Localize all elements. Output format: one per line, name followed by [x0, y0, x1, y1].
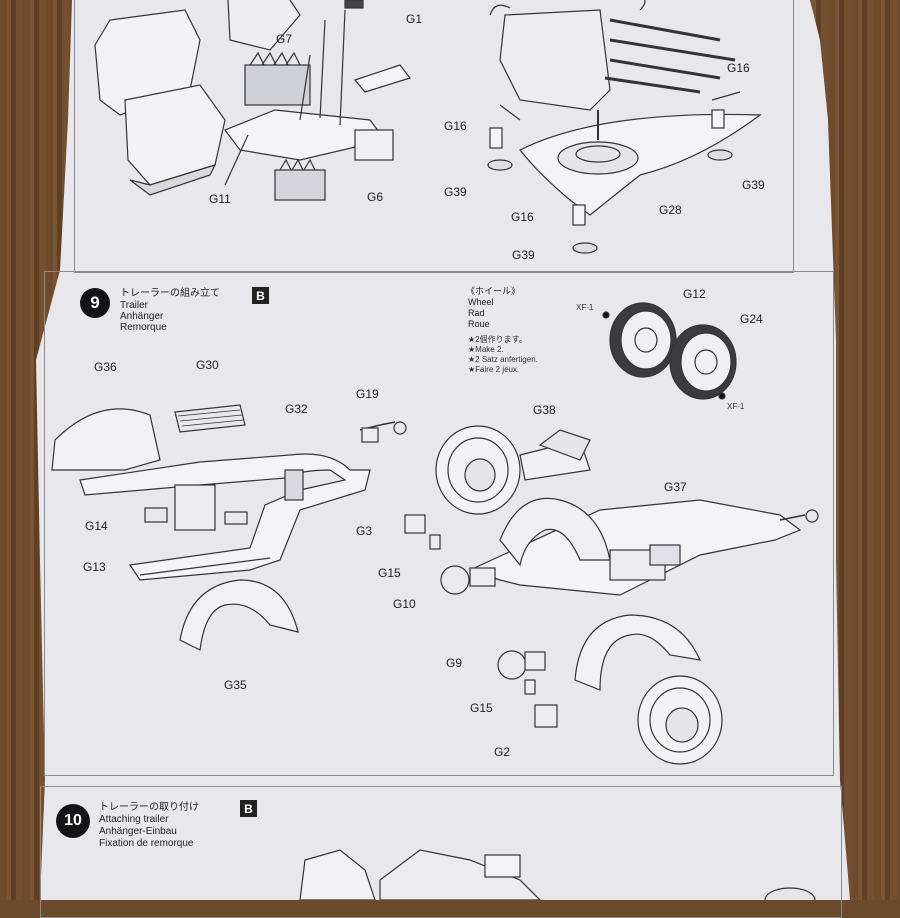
- part-label-g16-bottom: G16: [511, 210, 534, 224]
- wheel-title-de: Rad: [468, 308, 485, 318]
- wheel-title-en: Wheel: [468, 297, 494, 307]
- wheel-note-en: ★Make 2.: [468, 345, 504, 354]
- part-label-g24: G24: [740, 312, 763, 326]
- part-label-g39-bottom: G39: [512, 248, 535, 262]
- trailer-assembly-drawing: [404, 425, 819, 765]
- step-9-title-de: Anhänger: [120, 311, 164, 322]
- part-label-g32: G32: [285, 402, 308, 416]
- part-label-g7: G7: [276, 32, 293, 46]
- gun-chassis-drawing: [94, 0, 412, 201]
- wheel-note-de: ★2 Satz anfertigen.: [468, 355, 538, 364]
- step-10-title-en: Attaching trailer: [99, 814, 169, 825]
- part-label-g13: G13: [83, 560, 106, 574]
- part-label-g16-right: G16: [727, 61, 750, 75]
- part-label-g14: G14: [85, 519, 108, 533]
- step-8-panel: [74, 0, 794, 273]
- part-label-g10: G10: [393, 597, 416, 611]
- wheel-title-jp: 《ホイール》: [466, 286, 521, 296]
- part-label-g3: G3: [356, 524, 373, 538]
- trailer-frame-drawing: [51, 404, 407, 651]
- step-10-title-fr: Fixation de remorque: [99, 838, 194, 849]
- part-label-g12: G12: [683, 287, 706, 301]
- part-label-g2: G2: [494, 745, 511, 759]
- paint-label-xf1-top: XF-1: [576, 303, 594, 312]
- part-label-g39-left: G39: [444, 185, 467, 199]
- wheel-note-jp: ★2個作ります。: [468, 335, 527, 344]
- step-9-badge: B: [252, 287, 269, 304]
- part-label-g16-left: G16: [444, 119, 467, 133]
- step-10-title-de: Anhänger-Einbau: [99, 826, 177, 837]
- step-9-title-jp: トレーラーの組み立て: [120, 288, 220, 299]
- wheel-note-fr: ★Faire 2 jeux.: [468, 365, 520, 374]
- part-label-g9: G9: [446, 656, 463, 670]
- step-9-panel: [44, 271, 834, 776]
- part-label-g6: G6: [367, 190, 384, 204]
- paint-label-xf1-bottom: XF-1: [727, 402, 745, 411]
- part-label-g15-lower: G15: [470, 701, 493, 715]
- part-label-g1: G1: [406, 12, 423, 26]
- part-label-g19: G19: [356, 387, 379, 401]
- step-9-number: 9: [80, 288, 110, 318]
- step-10-badge: B: [240, 800, 257, 817]
- step-9-title-en: Trailer: [120, 300, 148, 311]
- part-label-g36: G36: [94, 360, 117, 374]
- step-10-drawing: [299, 849, 816, 900]
- part-label-g35: G35: [224, 678, 247, 692]
- part-label-g30: G30: [196, 358, 219, 372]
- part-label-g28: G28: [659, 203, 682, 217]
- wheels-drawing: [602, 302, 737, 400]
- part-label-g39-right: G39: [742, 178, 765, 192]
- step-9-title-fr: Remorque: [120, 322, 167, 333]
- step-10-number: 10: [56, 804, 90, 838]
- part-label-g37: G37: [664, 480, 687, 494]
- wheel-title-fr: Roue: [468, 319, 490, 329]
- foot-pads-drawing: [487, 109, 733, 254]
- part-label-g15-upper: G15: [378, 566, 401, 580]
- part-label-g11: G11: [209, 192, 231, 206]
- part-label-g38: G38: [533, 403, 556, 417]
- step-10-title-jp: トレーラーの取り付け: [99, 802, 199, 813]
- gun-mount-drawing: [489, 0, 762, 216]
